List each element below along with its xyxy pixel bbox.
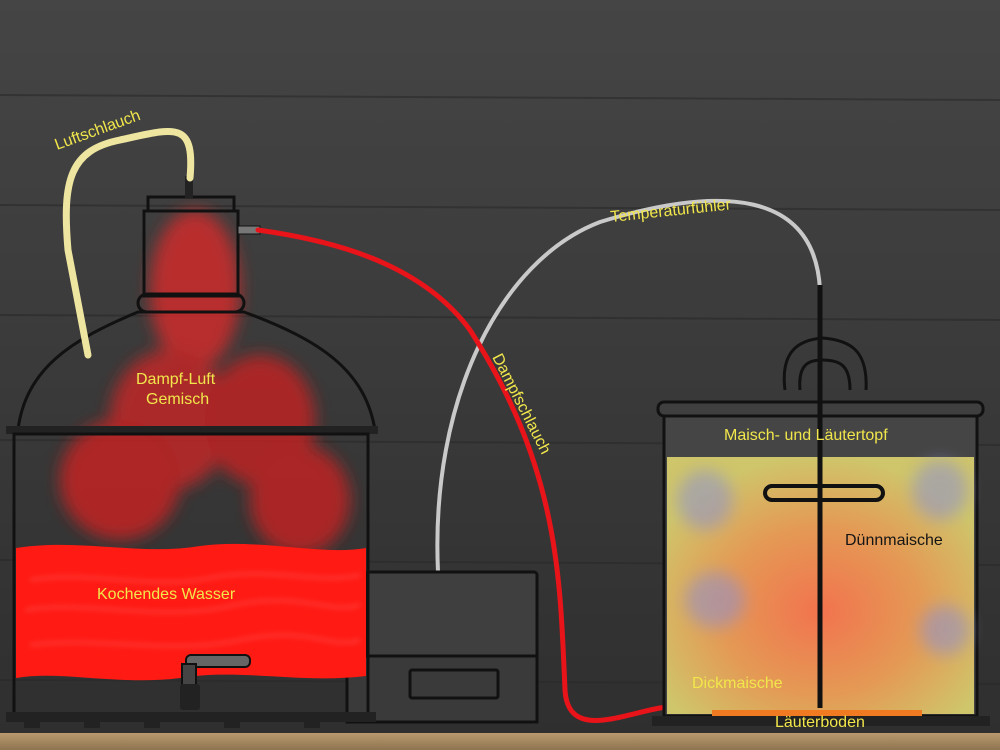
steam-hose <box>255 227 723 723</box>
label-laeuterboden: Läuterboden <box>775 714 865 731</box>
mash-blue-patches <box>677 460 970 655</box>
boiling-water <box>16 543 366 681</box>
lauter-plate <box>712 710 922 719</box>
boiler-tap <box>180 654 251 710</box>
label-gemisch: Gemisch <box>146 391 209 408</box>
boiler-rim <box>6 426 378 434</box>
temperature-probe-cable <box>435 198 822 573</box>
label-maisch-laeutertopf: Maisch- und Läutertopf <box>724 427 888 444</box>
boiler-base <box>6 712 376 722</box>
label-kochendes-wasser: Kochendes Wasser <box>97 586 236 603</box>
steam-glow <box>60 210 350 555</box>
wooden-floor <box>0 733 1000 750</box>
label-dickmaische: Dickmaische <box>692 675 783 692</box>
label-duennmaische: Dünnmaische <box>845 532 943 549</box>
air-hose <box>62 128 195 359</box>
boiler-lid-cylinder <box>136 176 261 314</box>
boiler-feet <box>24 720 320 728</box>
label-dampf-luft: Dampf-Luft <box>136 371 216 388</box>
heater-box <box>345 570 539 724</box>
